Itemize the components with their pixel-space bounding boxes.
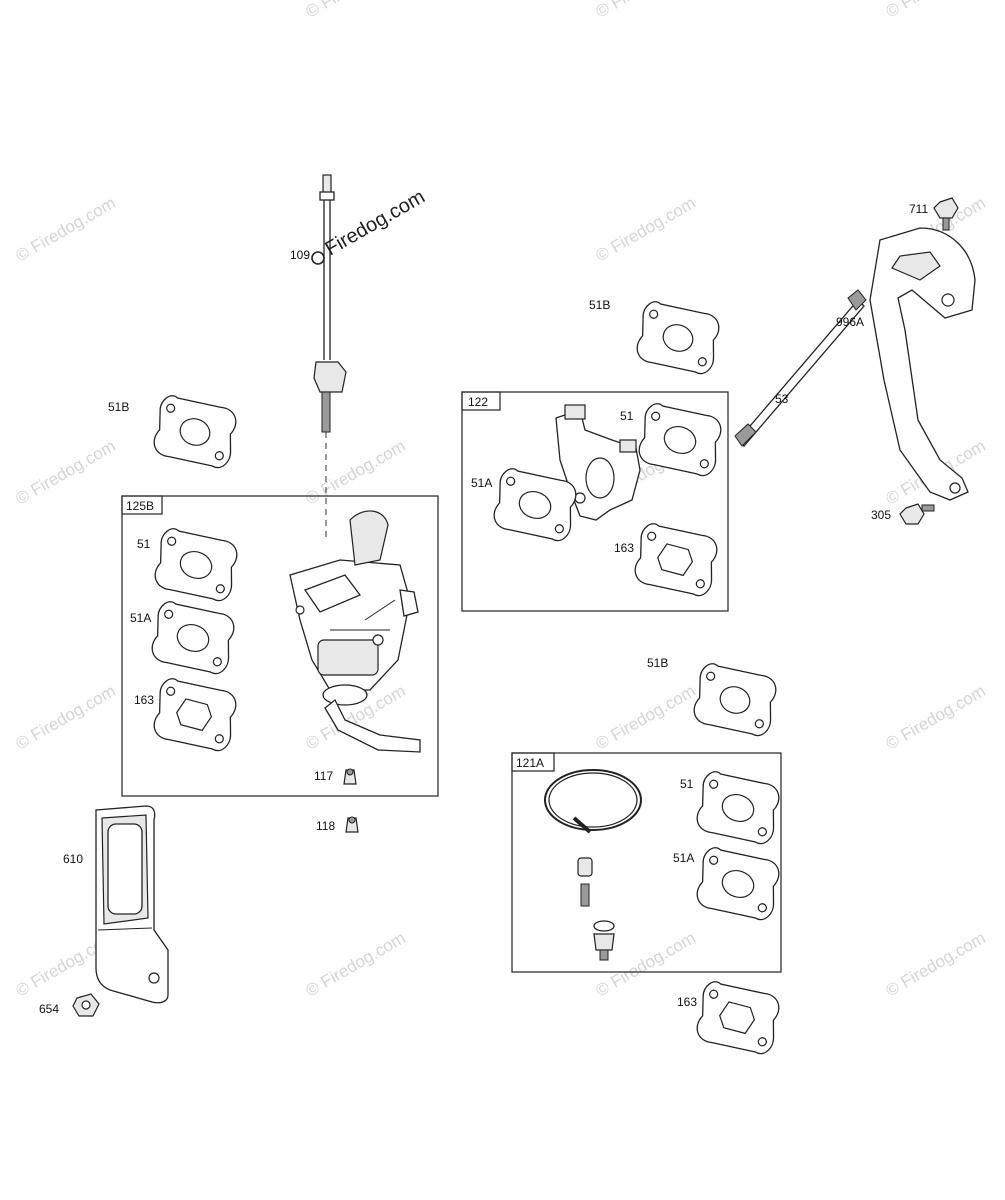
watermark: © Firedog.com: [883, 928, 989, 1000]
watermark: © Firedog.com: [303, 928, 409, 1000]
label-163-122: 163: [614, 541, 634, 555]
gasket-51a-125b: [142, 592, 244, 684]
needle-valve: [577, 857, 593, 907]
watermark: © Firedog.com: [303, 0, 409, 21]
label-654: 654: [39, 1002, 59, 1016]
carburetor: [289, 510, 421, 753]
label-51a-122: 51A: [471, 476, 492, 490]
label-163-125b: 163: [134, 693, 154, 707]
watermark: © Firedog.com: [303, 436, 409, 508]
kit-box-121a: 121A 51 51A: [511, 752, 789, 973]
gasket-51b-left: [144, 386, 246, 478]
o-ring: [544, 769, 642, 831]
label-51b-top: 51B: [589, 298, 610, 312]
gasket-163-125b: [144, 669, 246, 761]
stud-53: [734, 289, 867, 447]
dipstick-tube: [313, 174, 347, 540]
gasket-51-122: [629, 394, 731, 486]
clip-118: [345, 816, 359, 833]
label-51-122: 51: [620, 409, 634, 423]
gasket-163-bottom: [687, 972, 789, 1064]
clip-117: [343, 768, 357, 785]
gasket-51-121a: [687, 762, 789, 854]
label-51a-125b: 51A: [130, 611, 151, 625]
screw-305: [899, 503, 935, 525]
kit-title-122: 122: [468, 395, 488, 409]
kit-box-122: 122 51A 51 163: [461, 391, 731, 612]
label-51-125b: 51: [137, 537, 151, 551]
label-118: 118: [316, 819, 335, 833]
watermark: © Firedog.com: [13, 193, 119, 265]
screw-711: [933, 197, 959, 231]
label-163-bottom: 163: [677, 995, 697, 1009]
label-117: 117: [314, 769, 333, 783]
label-109: 109: [290, 248, 310, 262]
bracket-996a: [869, 227, 976, 501]
watermark: © Firedog.com: [13, 681, 119, 753]
label-51-121a: 51: [680, 777, 694, 791]
watermark: © Firedog.com: [13, 436, 119, 508]
gasket-51a-122: [484, 459, 586, 551]
gasket-51b-top: [627, 292, 729, 384]
prominent-watermark-text: Firedog.com: [322, 186, 429, 261]
gasket-51-125b: [145, 519, 247, 611]
label-51a-121a: 51A: [673, 851, 694, 865]
copyright-circle-icon: [311, 251, 325, 265]
label-711: 711: [909, 202, 928, 216]
label-996a: 996A: [836, 315, 864, 329]
kit-title-125b: 125B: [126, 499, 154, 513]
kit-box-125b: 125B 51 51A 163: [121, 495, 439, 797]
watermark: © Firedog.com: [593, 681, 699, 753]
main-jet: [593, 920, 615, 961]
watermark: © Firedog.com: [883, 0, 989, 21]
gasket-163-122: [625, 514, 727, 606]
intake-spacer: [555, 404, 641, 521]
watermark: © Firedog.com: [883, 681, 989, 753]
label-53: 53: [775, 392, 789, 406]
label-51b-left: 51B: [108, 400, 129, 414]
label-305: 305: [871, 508, 891, 522]
kit-title-121a: 121A: [516, 756, 544, 770]
watermark: © Firedog.com: [593, 193, 699, 265]
gasket-51b-right: [684, 654, 786, 746]
watermark: © Firedog.com: [593, 0, 699, 21]
float-pin: [572, 816, 592, 834]
label-610: 610: [63, 852, 83, 866]
air-filter-cover: [95, 805, 169, 1004]
nut-654: [72, 993, 100, 1017]
gasket-51a-121a: [687, 838, 789, 930]
label-51b-right: 51B: [647, 656, 668, 670]
